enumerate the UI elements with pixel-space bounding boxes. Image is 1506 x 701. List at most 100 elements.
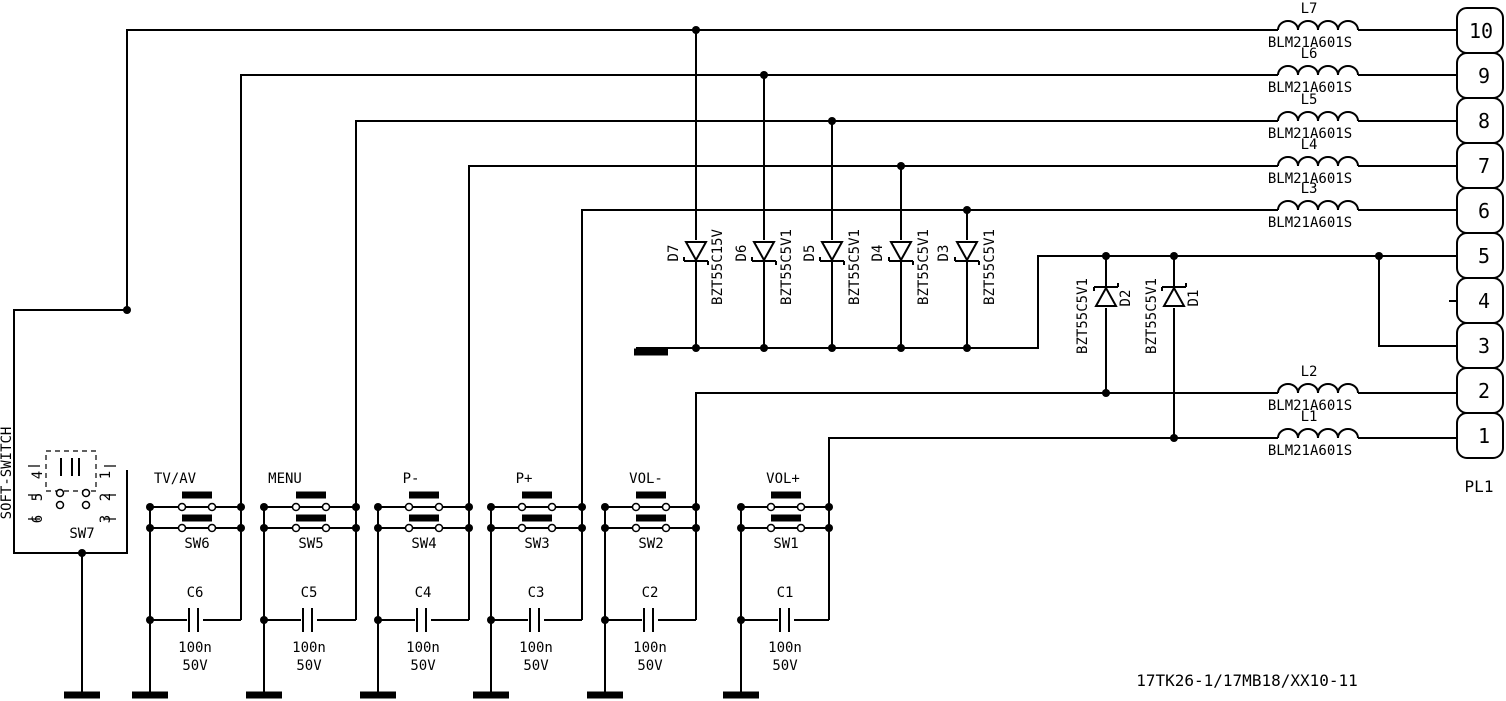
inductor-value: BLM21A601S [1268,35,1352,51]
inductor-ref: L4 [1301,137,1318,153]
switch-block-vol-minus: VOL- SW2 C2 100n 50V [587,471,700,699]
capacitor-voltage: 50V [410,658,436,674]
button-label: VOL- [629,471,663,487]
inductor-l5 [1277,111,1359,122]
zener-diode-d1 [1161,283,1187,307]
zener-diode-d6 [751,241,777,265]
diode-ref: D7 [666,245,682,262]
inductor-ref: L5 [1301,92,1318,108]
inductor-value: BLM21A601S [1268,398,1352,414]
pin-number: 3 [1478,334,1490,358]
zener-diode-d5 [819,241,845,265]
capacitor-voltage: 50V [523,658,549,674]
pin-1 [1456,412,1504,459]
diode-value: BZT55C5V1 [982,229,998,305]
capacitor-value: 100n [178,640,212,656]
diode-ref: D1 [1186,290,1202,307]
switch-ref: SW4 [411,536,436,552]
inductor-ref: L1 [1301,409,1318,425]
diode-value: BZT55C5V1 [847,229,863,305]
pin-number: 9 [1478,64,1490,88]
switch-ref: SW5 [298,536,323,552]
pin-number: 8 [1478,109,1490,133]
switch-block-menu: MENU SW5 C5 100n 50V [246,471,360,699]
button-label: VOL+ [766,471,800,487]
diode-value: BZT55C5V1 [779,229,795,305]
capacitor-voltage: 50V [296,658,322,674]
drawing-number: 17TK26-1/17MB18/XX10-11 [1136,671,1358,690]
pin-number: 5 [1478,244,1490,268]
capacitor-value: 100n [406,640,440,656]
diode-value: BZT55C5V1 [916,229,932,305]
switch-ref: SW7 [69,526,94,542]
switch-block-p-plus: P+ SW3 C3 100n 50V [473,471,586,699]
switch-block-vol-plus: VOL+ SW1 C1 100n 50V [723,471,833,699]
inductor-l3 [1277,200,1359,211]
switch-ref: SW2 [638,536,663,552]
pin-number: 2 [1478,379,1490,403]
inductor-l7 [1277,20,1359,31]
soft-switch-title: SOFT-SWITCH [0,427,15,520]
button-label: P+ [516,471,533,487]
diode-ref: D5 [802,245,818,262]
inductor-value: BLM21A601S [1268,80,1352,96]
diode-value: BZT55C5V1 [1144,278,1160,354]
switch-block-tv-av: TV/AV SW6 C6 100n 50V [132,471,245,699]
inductor-ref: L7 [1301,1,1318,17]
soft-switch-sw7: SOFT-SWITCH 4 1 5 2 6 3 SW7 [0,309,128,699]
inductor-value: BLM21A601S [1268,126,1352,142]
capacitor-value: 100n [633,640,667,656]
inductor-ref: L6 [1301,46,1318,62]
inductor-value: BLM21A601S [1268,215,1352,231]
switch-pin: 5 [30,493,46,501]
capacitor-voltage: 50V [772,658,798,674]
inductor-l4 [1277,156,1359,167]
pin-number: 4 [1478,289,1490,313]
capacitor-ref: C2 [642,585,659,601]
pin-number: 10 [1469,19,1493,43]
switch-ref: SW1 [773,536,798,552]
switch-ref: SW3 [524,536,549,552]
zener-diode-d7 [683,241,709,265]
capacitor-ref: C4 [415,585,432,601]
switch-pin: 1 [98,471,114,479]
capacitor-value: 100n [768,640,802,656]
switch-pin: 4 [30,471,46,479]
zener-diode-d3 [954,241,980,265]
button-label: TV/AV [154,471,197,487]
junctions [78,26,1383,557]
switch-pin: 3 [98,515,114,523]
switch-pin: 6 [30,515,46,523]
pin-number: 6 [1478,199,1490,223]
inductor-ref: L2 [1301,364,1318,380]
capacitor-voltage: 50V [182,658,208,674]
diode-value: BZT55C5V1 [1075,278,1091,354]
capacitor-ref: C1 [777,585,794,601]
diode-ref: D6 [734,245,750,262]
switch-block-p-minus: P- SW4 C4 100n 50V [360,471,473,699]
inductor-l6 [1277,65,1359,76]
switch-pin: 2 [98,493,114,501]
inductors: L7 BLM21A601S L6 BLM21A601S L5 BLM21A601… [1268,1,1359,459]
inductor-l1 [1277,428,1359,439]
connector-label: PL1 [1465,477,1494,496]
capacitor-value: 100n [292,640,326,656]
connector-pl1: 10 9 8 7 6 5 4 3 2 1 PL1 [1456,7,1504,496]
wires [126,29,1457,620]
pin-number: 7 [1478,154,1490,178]
capacitor-voltage: 50V [637,658,663,674]
switch-ref: SW6 [184,536,209,552]
button-label: MENU [268,471,302,487]
capacitor-value: 100n [519,640,553,656]
zener-diode-d2 [1093,283,1119,307]
zener-diodes: D7 BZT55C15V D6 BZT55C5V1 D5 BZT55C5V1 D… [666,229,1202,354]
button-label: P- [403,471,420,487]
diode-ref: D4 [870,245,886,262]
diode-ref: D3 [936,245,952,262]
pin-number: 1 [1478,424,1490,448]
inductor-value: BLM21A601S [1268,443,1352,459]
zener-diode-d4 [888,241,914,265]
capacitor-ref: C3 [528,585,545,601]
inductor-value: BLM21A601S [1268,171,1352,187]
